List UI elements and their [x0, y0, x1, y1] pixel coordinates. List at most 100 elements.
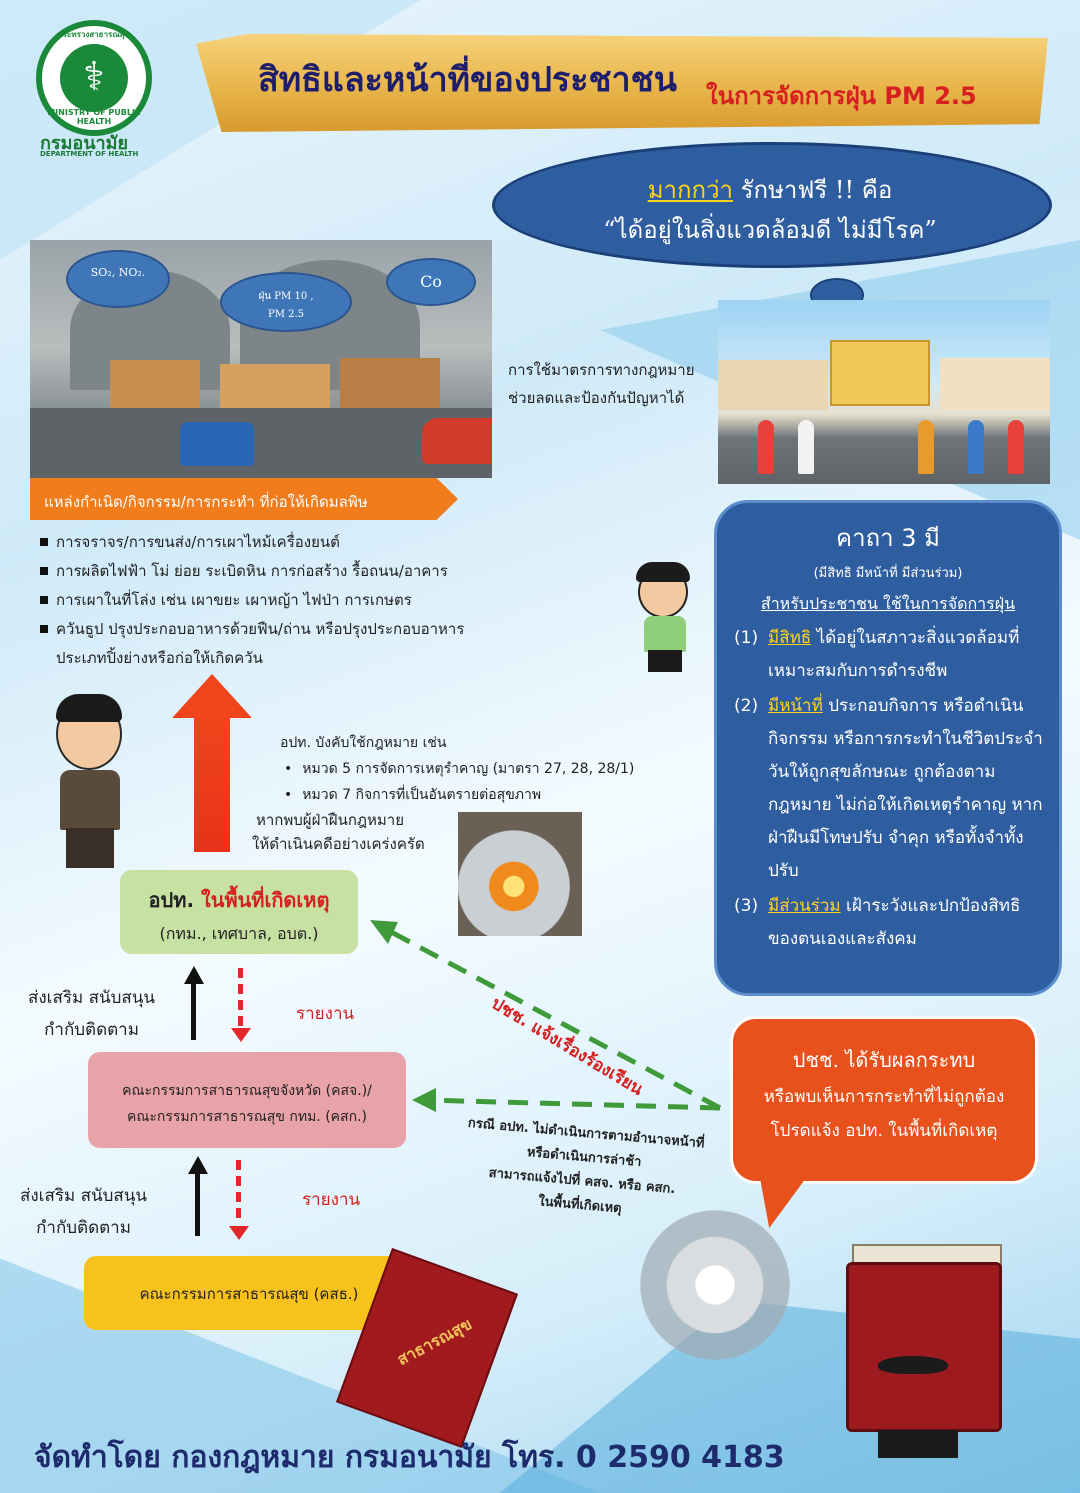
list-item: ควันธูป ปรุงประกอบอาหารด้วยฟืน/ถ่าน หรือ…: [40, 615, 510, 673]
promote-line-1: ส่งเสริม สนับสนุน: [20, 1186, 148, 1206]
smog-label-2a: ฝุ่น PM 10 ,: [258, 291, 314, 302]
item-key: มีส่วนร่วม: [768, 896, 841, 916]
speech-line-3: โปรดแจ้ง อปท. ในพื้นที่เกิดเหตุ: [770, 1121, 998, 1141]
complaint-arrow: [378, 923, 722, 1111]
law-note-line-1: การใช้มาตรการทางกฎหมาย: [508, 361, 695, 379]
item-key: มีสิทธิ: [768, 628, 812, 648]
boy-hair: [636, 562, 690, 582]
caduceus-icon: ⚕: [60, 44, 128, 112]
list-item: การผลิตไฟฟ้า โม่ ย่อย ระเบิดหิน การก่อสร…: [40, 557, 510, 586]
dashed-arrow-shaft: [236, 1160, 241, 1224]
speech-line-2: หรือพบเห็นการกระทำที่ไม่ถูกต้อง: [763, 1087, 1005, 1107]
local-highlight: ในพื้นที่เกิดเหตุ: [194, 888, 330, 912]
panel-audience: สำหรับประชาชน ใช้ในการจัดการฝุ่น: [760, 594, 1016, 613]
cloud-line-1: มากกว่า รักษาฟรี !! คือ: [520, 170, 1020, 209]
smog-cloud: Co: [386, 258, 476, 306]
tuktuk-icon: [180, 422, 254, 466]
escalation-arrow: [423, 1097, 721, 1111]
arrow-down-icon: [229, 1226, 249, 1240]
item-number: (1): [734, 628, 759, 648]
citizen-speech-bubble: [730, 1016, 1038, 1184]
boy-legs: [648, 650, 682, 672]
promote-line-1: ส่งเสริม สนับสนุน: [28, 988, 156, 1008]
report-label-2: รายงาน: [302, 1190, 361, 1210]
dashed-arrow-shaft: [238, 968, 243, 1026]
list-item: การเผาในที่โล่ง เช่น เผาขยะ เผาหญ้า ไฟป่…: [40, 586, 510, 615]
logo-ring-bottom: MINISTRY OF PUBLIC HEALTH: [47, 108, 141, 126]
item-key: มีหน้าที่: [768, 696, 823, 716]
smog-cloud: SO₂, NO₂.: [66, 250, 170, 308]
law-measure-note: การใช้มาตรการทางกฎหมาย ช่วยลดและป้องกันป…: [508, 356, 695, 412]
officer-body: [60, 770, 120, 830]
cloud-line-1-rest: รักษาฟรี !! คือ: [733, 176, 893, 204]
item-text: ได้อยู่ในสภาวะสิ่งแวดล้อมที่เหมาะสมกับกา…: [768, 628, 1020, 681]
national-committee-box: [84, 1256, 414, 1330]
local-authority-box: [120, 870, 358, 954]
item-number: (3): [734, 896, 759, 916]
enforce-title: อปท. บังคับใช้กฎหมาย เช่น: [280, 735, 447, 751]
car-icon: [422, 418, 492, 464]
list-item: หมวด 7 กิจการที่เป็นอันตรายต่อสุขภาพ: [284, 784, 541, 806]
cloud-highlight: มากกว่า: [647, 176, 734, 204]
officer-legs: [66, 828, 114, 868]
arrow-shaft: [195, 1172, 200, 1236]
logo-ring-top: กระทรวงสาธารณสุข: [57, 30, 131, 39]
local-prefix: อปท.: [148, 888, 195, 912]
speech-line-1: ปชช. ได้รับผลกระทบ: [792, 1048, 976, 1072]
local-authority-title: อปท. ในพื้นที่เกิดเหตุ: [120, 884, 358, 916]
item-text: เฝ้าระวังและปกป้องสิทธิของตนเองและสังคม: [768, 896, 1021, 949]
escalation-arrowhead-icon: [412, 1088, 436, 1112]
clean-city-illustration: [718, 300, 1050, 484]
speech-body: หรือพบเห็นการกระทำที่ไม่ถูกต้อง โปรดแจ้ง…: [730, 1080, 1038, 1148]
mustache-icon: [878, 1356, 948, 1374]
complaint-arrowhead-icon: [370, 920, 398, 944]
source-list: การจราจร/การขนส่ง/การเผาไหม้เครื่องยนต์ …: [40, 528, 510, 673]
list-item: การจราจร/การขนส่ง/การเผาไหม้เครื่องยนต์: [40, 528, 510, 557]
source-heading-bar: [30, 478, 458, 520]
local-authority-sub: (กทม., เทศบาล, อบต.): [159, 924, 319, 943]
promote-label-2: ส่งเสริม สนับสนุน กำกับติดตาม: [20, 1180, 147, 1244]
officer-hair: [56, 694, 122, 722]
list-item: หมวด 5 การจัดการเหตุรำคาญ (มาตรา 27, 28,…: [284, 758, 634, 780]
arrow-shaft: [191, 982, 196, 1040]
provincial-committee-box: [88, 1052, 406, 1148]
arrow-down-icon: [231, 1028, 251, 1042]
source-heading: แหล่งกำเนิด/กิจกรรม/การกระทำ ที่ก่อให้เก…: [44, 493, 368, 511]
open-burning-photo: [458, 812, 582, 936]
item-text: ประกอบกิจการ หรือดำเนินกิจกรรม หรือการกร…: [768, 696, 1043, 881]
mascot-legs: [878, 1430, 958, 1458]
item-number: (2): [734, 696, 759, 716]
department-name-th: กรมอนามัย: [40, 133, 129, 154]
violate-line-1: หากพบผู้ฝ่าฝืนกฎหมาย: [256, 811, 404, 829]
promote-label-1: ส่งเสริม สนับสนุน กำกับติดตาม: [28, 982, 155, 1046]
page-subtitle: ในการจัดการฝุ่น PM 2.5: [706, 82, 977, 110]
panel-title: คาถา 3 มี: [836, 524, 940, 552]
provincial-committee-text: คณะกรรมการสาธารณสุขจังหวัด (คสจ.)/ คณะกร…: [88, 1078, 406, 1130]
ministry-logo: กระทรวงสาธารณสุข ⚕ MINISTRY OF PUBLIC HE…: [36, 20, 152, 136]
law-note-line-2: ช่วยลดและป้องกันปัญหาได้: [508, 389, 685, 407]
prov-line-1: คณะกรรมการสาธารณสุขจังหวัด (คสจ.)/: [122, 1083, 372, 1099]
department-name-en: DEPARTMENT OF HEALTH: [40, 150, 139, 158]
smog-label-3: Co: [420, 272, 442, 291]
prov-line-2: คณะกรรมการสาธารณสุข กทม. (คสก.): [127, 1109, 367, 1125]
smog-label-1: SO₂, NO₂.: [90, 266, 146, 279]
thought-cloud: [492, 142, 1052, 268]
promote-line-2: กำกับติดตาม: [36, 1218, 131, 1238]
title-banner: [196, 34, 1048, 132]
page-title: สิทธิและหน้าที่ของประชาชน: [258, 60, 677, 100]
cloud-line-2: “ได้อยู่ในสิ่งแวดล้อมดี ไม่มีโรค”: [603, 216, 937, 244]
smog-cloud: ฝุ่น PM 10 , PM 2.5: [220, 272, 352, 332]
boy-body: [644, 616, 686, 652]
book-mascot-icon: [846, 1262, 1002, 1432]
government-hall-icon: [830, 340, 930, 406]
panel-subtitle: (มีสิทธิ มีหน้าที่ มีส่วนร่วม): [813, 566, 963, 581]
caduceus-emblem-icon: [640, 1210, 790, 1360]
smog-label-2b: PM 2.5: [267, 309, 305, 320]
footer-credit: จัดทำโดย กองกฎหมาย กรมอนามัย โทร. 0 2590…: [34, 1440, 785, 1475]
report-label-1: รายงาน: [296, 1004, 355, 1024]
three-rights-panel: [714, 500, 1062, 996]
violate-line-2: ให้ดำเนินคดีอย่างเคร่งครัด: [252, 835, 425, 853]
list-item: (2) มีหน้าที่ ประกอบกิจการ หรือดำเนินกิจ…: [734, 690, 1046, 888]
list-item: (3) มีส่วนร่วม เฝ้าระวังและปกป้องสิทธิขอ…: [734, 890, 1046, 956]
